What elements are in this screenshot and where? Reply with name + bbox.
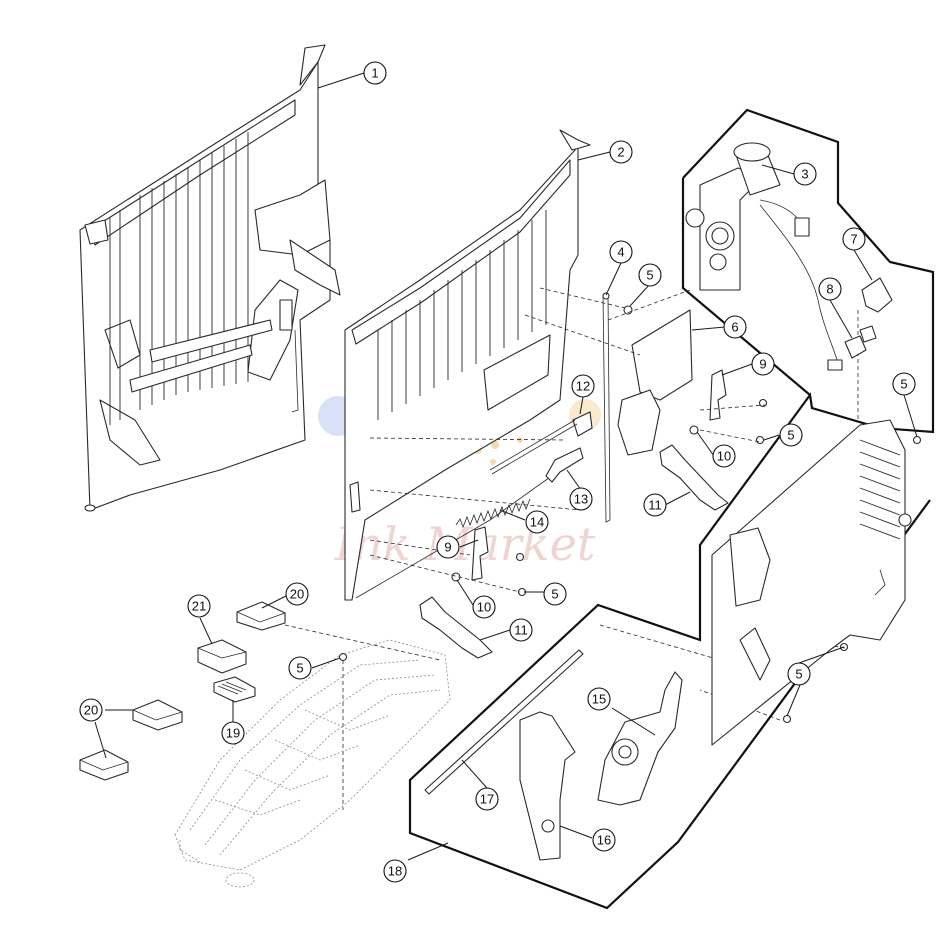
svg-text:1: 1 [371,66,378,81]
callout-21: 21 [187,594,211,618]
part-15-lever [597,671,683,806]
callout-20b: 20 [79,698,103,722]
svg-text:8: 8 [826,282,833,297]
part-11-lower-lever [419,596,493,659]
part-4-link-rod [602,292,611,523]
callout-8: 8 [818,277,842,301]
callout-7: 7 [842,227,866,251]
svg-text:5: 5 [795,667,802,682]
part-1-ribs [109,132,249,425]
svg-text:4: 4 [617,245,624,260]
svg-text:20: 20 [290,587,304,602]
callout-11b: 11 [509,618,533,642]
part-21-pad [197,639,247,674]
callout-5c: 5 [779,423,803,447]
part-11-upper-lever [659,444,729,511]
callout-5e: 5 [288,656,312,680]
svg-text:12: 12 [576,379,590,394]
callout-5b: 5 [892,372,916,396]
side-frame [711,419,912,746]
svg-text:13: 13 [574,492,588,507]
svg-text:2: 2 [617,145,624,160]
svg-text:11: 11 [514,623,528,638]
svg-text:21: 21 [192,599,206,614]
part-17-shaft [424,649,584,795]
svg-text:5: 5 [900,377,907,392]
part-16-arm [519,711,576,861]
svg-text:5: 5 [787,428,794,443]
part-12-pivot [489,411,593,475]
side-frame-ribs [859,439,901,540]
svg-text:3: 3 [801,167,808,182]
callout-19: 19 [221,721,245,745]
callout-20a: 20 [285,582,309,606]
part-2-inner-door [344,129,591,601]
svg-text:19: 19 [226,726,240,741]
part-1-rear-door [79,44,341,512]
callout-14: 14 [525,510,549,534]
leader-lines [94,72,918,861]
svg-text:5: 5 [646,268,653,283]
callout-2: 2 [609,140,633,164]
part-6-bracket [617,309,693,456]
part-20-upper-pad [236,601,286,631]
watermark-text: Ink Market [334,517,596,571]
svg-text:18: 18 [388,864,402,879]
svg-text:11: 11 [648,498,662,513]
svg-text:17: 17 [480,792,494,807]
part-9-lower-clip [471,526,489,581]
callout-1: 1 [363,61,387,85]
svg-text:5: 5 [296,661,303,676]
callout-9b: 9 [436,535,460,559]
svg-text:16: 16 [597,833,611,848]
part-14-spring [455,498,531,529]
callout-17: 17 [475,787,499,811]
callout-6: 6 [723,315,747,339]
callout-12: 12 [571,374,595,398]
part-19-pad [213,676,256,703]
part-7-flag [861,277,893,313]
svg-text:7: 7 [850,232,857,247]
svg-text:20: 20 [84,703,98,718]
svg-text:6: 6 [731,320,738,335]
svg-text:5: 5 [551,587,558,602]
svg-text:9: 9 [444,540,451,555]
part-9-upper-clip [709,369,727,421]
callout-5f: 5 [787,662,811,686]
callout-15: 15 [587,687,611,711]
part-3-motor [685,142,843,371]
part-2-ribs [377,210,547,420]
ghost-tray [174,639,451,888]
svg-text:14: 14 [530,515,544,530]
part-10-upper-spring [689,425,699,435]
callout-4: 4 [609,240,633,264]
callout-5a: 5 [638,263,662,287]
svg-text:15: 15 [592,692,606,707]
callout-3: 3 [793,162,817,186]
callout-10b: 10 [472,595,496,619]
callout-18: 18 [383,859,407,883]
callout-5d: 5 [543,582,567,606]
part-20-left-pads [79,699,183,781]
svg-text:10: 10 [717,449,731,464]
callout-10a: 10 [712,444,736,468]
svg-text:9: 9 [759,357,766,372]
callout-16: 16 [592,828,616,852]
svg-text:10: 10 [477,600,491,615]
part-8-block [844,325,877,359]
callout-13: 13 [569,487,593,511]
part-13-latch [545,447,584,483]
callout-9a: 9 [751,352,775,376]
callout-11a: 11 [643,493,667,517]
